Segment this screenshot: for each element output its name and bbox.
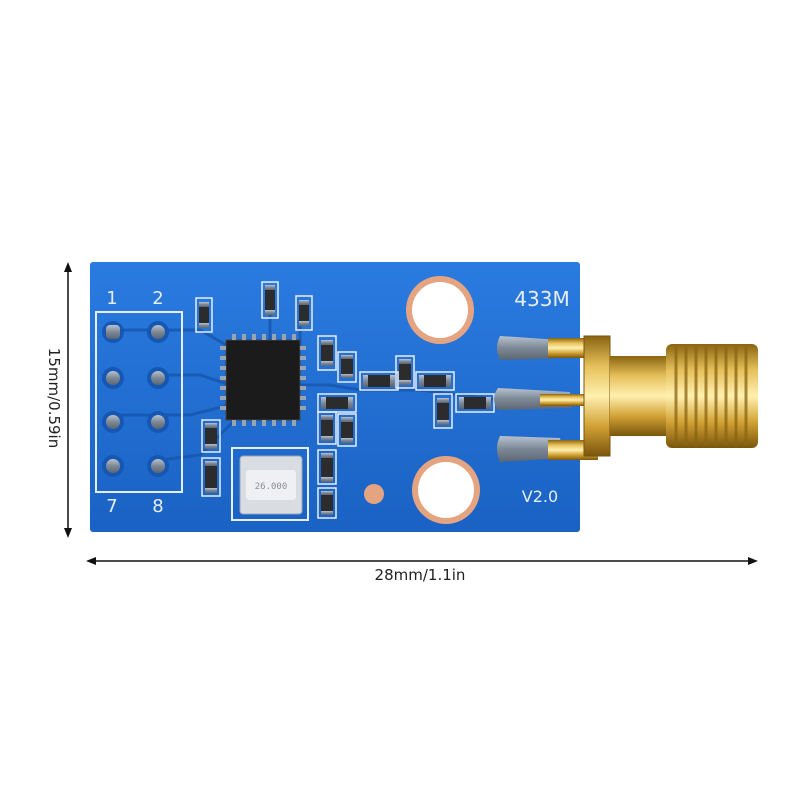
height-label: 15mm/0.59in: [45, 348, 63, 448]
smd-part: [317, 393, 357, 413]
smd-part: [317, 449, 337, 485]
connector-thread: [666, 344, 758, 448]
smd-part: [317, 335, 337, 371]
thread-ridges: [674, 346, 748, 446]
smd-part: [455, 393, 495, 413]
smd-part: [337, 413, 357, 447]
smd-part: [395, 355, 415, 389]
smd-part: [201, 419, 221, 453]
arrow-right-icon: [748, 557, 758, 565]
connector-flange: [583, 335, 611, 457]
via-pad: [364, 484, 384, 504]
smd-part: [261, 281, 279, 319]
arrow-left-icon: [86, 557, 96, 565]
smd-part: [317, 411, 337, 445]
smd-part: [359, 371, 399, 391]
pin-pad: [147, 321, 169, 343]
pin-label-7: 7: [106, 496, 117, 517]
crystal-oscillator: 26.000: [231, 447, 309, 521]
pcb-board: 1 2 7 8: [90, 262, 600, 532]
smd-part: [201, 457, 221, 497]
smd-part: [337, 351, 357, 383]
smd-part: [317, 487, 337, 519]
pin-pad: [102, 321, 124, 343]
pin-pad: [147, 367, 169, 389]
smd-part: [195, 297, 213, 333]
connector-body: [610, 356, 670, 436]
pin-label-2: 2: [152, 288, 163, 309]
width-dimension: 28mm/1.1in: [86, 557, 758, 584]
smd-part: [295, 295, 313, 331]
version-label: V2.0: [522, 487, 558, 506]
header-outline: [95, 311, 183, 493]
smd-part: [415, 371, 455, 391]
frequency-label: 433M: [514, 287, 569, 311]
width-label: 28mm/1.1in: [375, 566, 466, 584]
arrow-up-icon: [64, 262, 72, 272]
smd-part: [433, 393, 453, 429]
header-pins: [102, 321, 169, 477]
pin-pad: [102, 367, 124, 389]
mounting-hole-top: [406, 276, 474, 344]
pin-pad: [147, 411, 169, 433]
pin-pad: [102, 455, 124, 477]
crystal-marking: 26.000: [255, 482, 288, 492]
rf-transceiver-chip: [220, 334, 306, 426]
smd-components: [195, 281, 495, 519]
pin-pad: [102, 411, 124, 433]
mounting-hole-bottom: [412, 456, 480, 524]
sma-connector: [583, 335, 758, 457]
pin-pad: [147, 455, 169, 477]
antenna-pads: [494, 336, 600, 462]
pin-label-8: 8: [152, 496, 163, 517]
height-dimension: 15mm/0.59in: [45, 262, 72, 538]
arrow-down-icon: [64, 528, 72, 538]
pin-label-1: 1: [106, 288, 117, 309]
